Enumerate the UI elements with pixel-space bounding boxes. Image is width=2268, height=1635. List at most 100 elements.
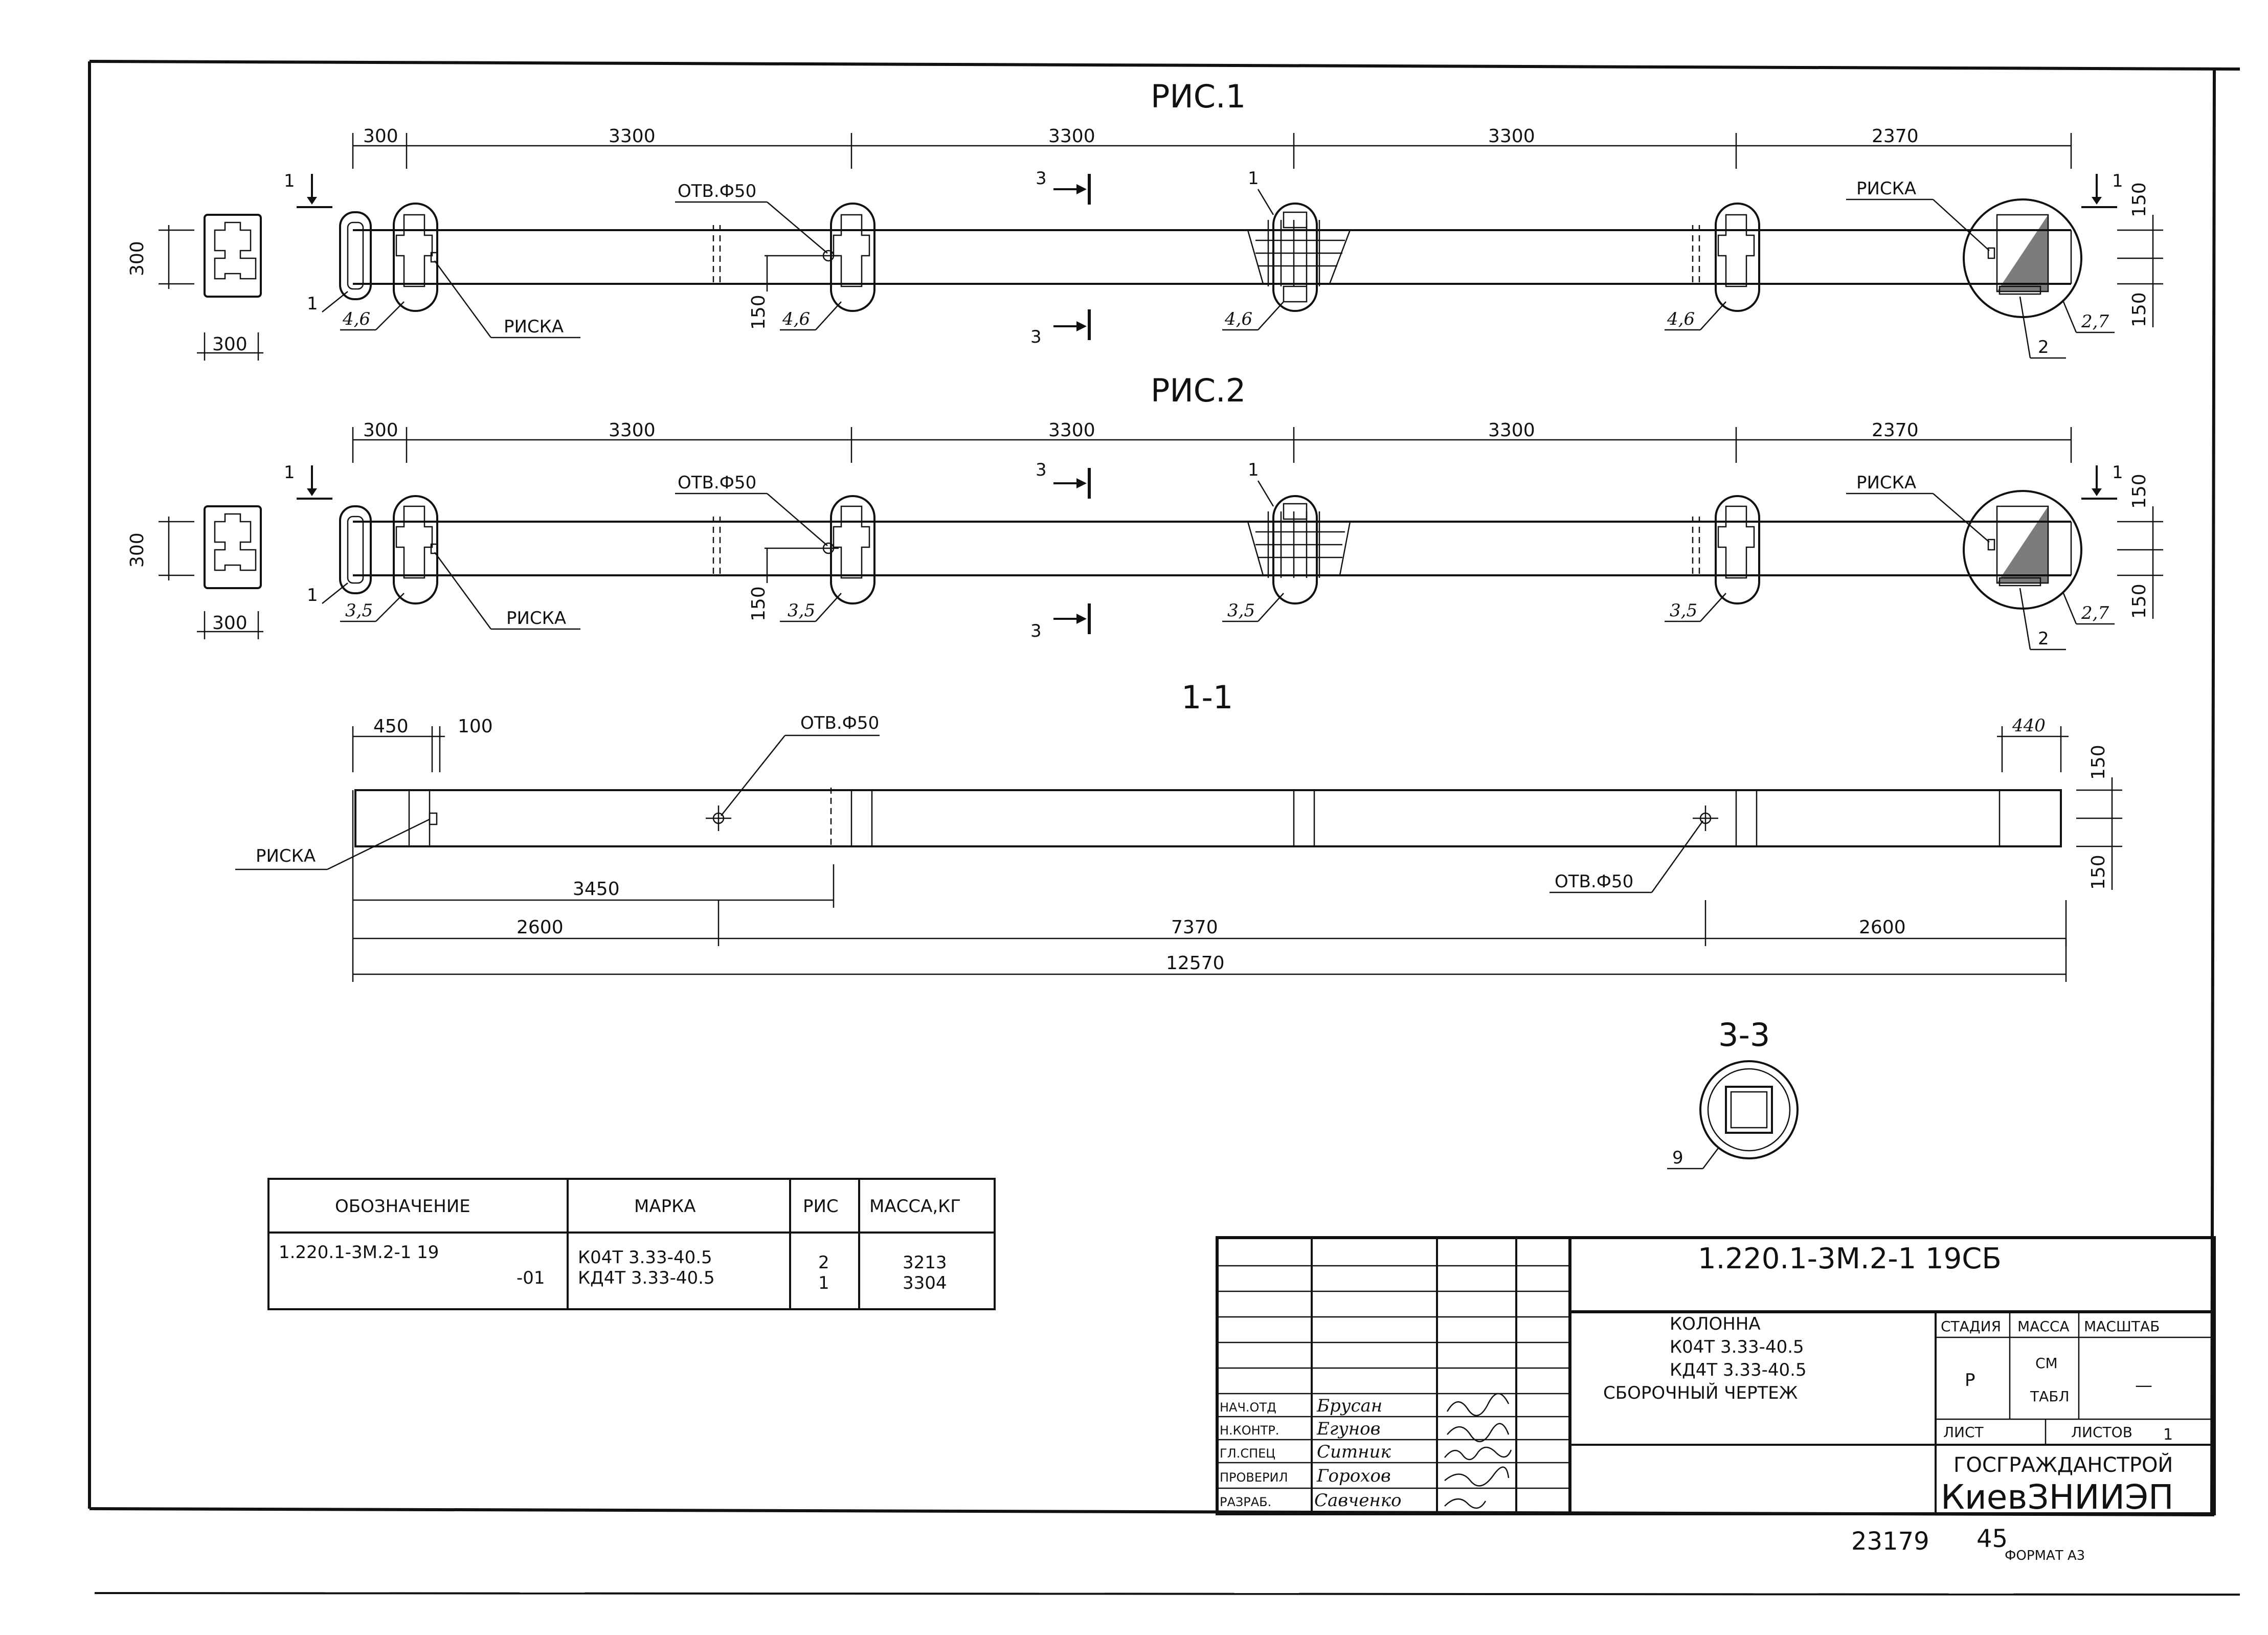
section-dim-150-a: 150	[2088, 745, 2109, 780]
fig1-callout-46-a: 4,6	[342, 309, 370, 329]
stage-label: СТАДИЯ	[1941, 1318, 2001, 1335]
fig2-section-dim-300-v: 300	[127, 532, 148, 568]
spec-fig-2: 1	[818, 1273, 829, 1293]
section-dim-3450: 3450	[573, 879, 620, 900]
section-dim-450: 450	[373, 716, 409, 737]
fig2-cut1-right: 1	[2112, 462, 2123, 483]
sheet-label: ЛИСТ	[1943, 1424, 1984, 1441]
fig2-dim-2370: 2370	[1872, 420, 1919, 441]
role-developed: РАЗРАБ.	[1220, 1495, 1271, 1509]
fig1-callout-1-left: 1	[307, 294, 318, 314]
section-dim-150-b: 150	[2088, 855, 2109, 890]
fig2-cut3-bottom: 3	[1030, 621, 1042, 641]
role-chief-spec: ГЛ.СПЕЦ	[1220, 1446, 1275, 1461]
fig1-risk-label-right: РИСКА	[1856, 178, 1916, 199]
org-name-1: ГОСГРАЖДАНСТРОЙ	[1953, 1452, 2173, 1477]
fig2-callout-1-mesh: 1	[1248, 460, 1259, 480]
fig2-section-dim-300-h: 300	[212, 613, 248, 634]
spec-table: ОБОЗНАЧЕНИЕ МАРКА РИС МАССА,КГ 1.220.1-3…	[267, 1178, 996, 1310]
fig2-cut3-top: 3	[1036, 460, 1047, 480]
fig2-callout-35-d: 3,5	[1670, 600, 1697, 621]
name-chief-spec: Ситник	[1317, 1442, 1391, 1462]
fig2-callout-1-left: 1	[307, 585, 318, 606]
doc-name-1: КОЛОННА	[1670, 1314, 1761, 1334]
fig1-callout-46-c: 4,6	[1224, 309, 1252, 329]
fig1-section-dim-300-h: 300	[212, 334, 248, 355]
section-hole-label-top: ОТВ.Ф50	[800, 713, 879, 733]
mass-value-1: СМ	[2035, 1355, 2058, 1372]
fig1-callout-46-b: 4,6	[782, 309, 810, 329]
spec-designation-1: 1.220.1-3М.2-1 19	[279, 1242, 439, 1263]
sheets-value: 1	[2163, 1426, 2173, 1444]
spec-header-mass: МАССА,КГ	[869, 1196, 961, 1217]
fig1-dim-3300-c: 3300	[1488, 126, 1535, 147]
title-block: 1.220.1-3М.2-1 19СБ КОЛОННА К04Т 3.33-40…	[1216, 1236, 2216, 1563]
section-dim-2600-right: 2600	[1859, 917, 1906, 938]
fig2-title: РИС.2	[1151, 372, 1246, 409]
section-dim-100: 100	[458, 716, 493, 737]
fig2-risk-label-right: РИСКА	[1856, 473, 1916, 493]
name-head-of-dept: Брусан	[1316, 1396, 1382, 1416]
fig1-cut3-bottom: 3	[1030, 327, 1042, 347]
section-3-3-title: 3-3	[1718, 1016, 1770, 1054]
spec-mass-1: 3213	[903, 1252, 947, 1273]
doc-name-2: К04Т 3.33-40.5	[1670, 1337, 1804, 1357]
figure-2: РИС.2 300 3300 3300 3300 2370	[127, 372, 2163, 651]
stage-value: Р	[1965, 1370, 1975, 1391]
mass-value-2: ТАБЛ	[2030, 1388, 2070, 1405]
doc-name-3: КД4Т 3.33-40.5	[1670, 1360, 1807, 1380]
fig1-title: РИС.1	[1151, 78, 1246, 115]
fig2-dim-300: 300	[363, 420, 398, 441]
fig2-dim-3300-b: 3300	[1048, 420, 1095, 441]
name-norm-control: Егунов	[1316, 1419, 1380, 1439]
scale-label: МАСШТАБ	[2084, 1318, 2160, 1335]
doc-name-4: СБОРОЧНЫЙ ЧЕРТЕЖ	[1603, 1382, 1798, 1403]
name-developed: Савченко	[1314, 1490, 1402, 1511]
signatures	[1444, 1393, 1512, 1509]
sheets-label: ЛИСТОВ	[2071, 1424, 2132, 1441]
fig1-callout-27: 2,7	[2081, 311, 2109, 332]
section-dim-7370: 7370	[1171, 917, 1218, 938]
fig2-callout-35-a: 3,5	[345, 600, 373, 621]
fig1-cut1-left: 1	[284, 171, 295, 191]
spec-mark-1: К04Т 3.33-40.5	[578, 1247, 712, 1268]
fig1-dim-3300-b: 3300	[1048, 126, 1095, 147]
inventory-sheet: 45	[1977, 1525, 2008, 1553]
fig1-dim-150-a: 150	[2129, 182, 2150, 217]
section-3-3: 3-3 9	[1667, 1016, 1799, 1170]
sheet-frame	[88, 60, 2240, 1596]
doc-code: 1.220.1-3М.2-1 19СБ	[1698, 1242, 2002, 1275]
fig2-dim-150-a: 150	[2129, 474, 2150, 509]
spec-fig-1: 2	[818, 1252, 829, 1273]
fig1-dim-2370: 2370	[1872, 126, 1919, 147]
name-checked: Горохов	[1316, 1466, 1391, 1486]
spec-mark-2: КД4Т 3.33-40.5	[578, 1268, 715, 1288]
fig2-callout-2: 2	[2038, 629, 2049, 649]
fig1-section-dim-300-v: 300	[127, 241, 148, 276]
section-hole-label-bottom: ОТВ.Ф50	[1555, 871, 1633, 892]
spec-header-designation: ОБОЗНАЧЕНИЕ	[335, 1196, 470, 1217]
spec-header-mark: МАРКА	[634, 1196, 696, 1217]
org-name-2: КиевЗНИИЭП	[1941, 1477, 2174, 1517]
mass-label: МАССА	[2017, 1318, 2070, 1335]
fig1-dim-3300-a: 3300	[609, 126, 656, 147]
fig1-cut1-right: 1	[2112, 171, 2123, 191]
section-3-3-callout-9: 9	[1672, 1148, 1683, 1168]
fig1-cut3-top: 3	[1036, 168, 1047, 189]
fig2-hole-label: ОТВ.Ф50	[678, 473, 756, 493]
spec-mass-2: 3304	[903, 1273, 947, 1293]
scale-value: —	[2135, 1375, 2152, 1396]
fig2-callout-35-c: 3,5	[1227, 600, 1255, 621]
spec-header-fig: РИС	[803, 1196, 839, 1217]
fig1-hole-label: ОТВ.Ф50	[678, 181, 756, 201]
spec-designation-2: -01	[517, 1268, 545, 1288]
fig1-risk-label-left: РИСКА	[504, 317, 564, 337]
section-risk-label: РИСКА	[256, 846, 316, 866]
fig1-callout-1-mesh: 1	[1248, 168, 1259, 189]
section-dim-2600-left: 2600	[517, 917, 564, 938]
section-1-1-title: 1-1	[1181, 679, 1233, 716]
fig2-risk-label-left: РИСКА	[506, 608, 566, 629]
section-dim-440: 440	[2012, 715, 2046, 736]
format-label: ФОРМАТ А3	[2005, 1548, 2085, 1563]
